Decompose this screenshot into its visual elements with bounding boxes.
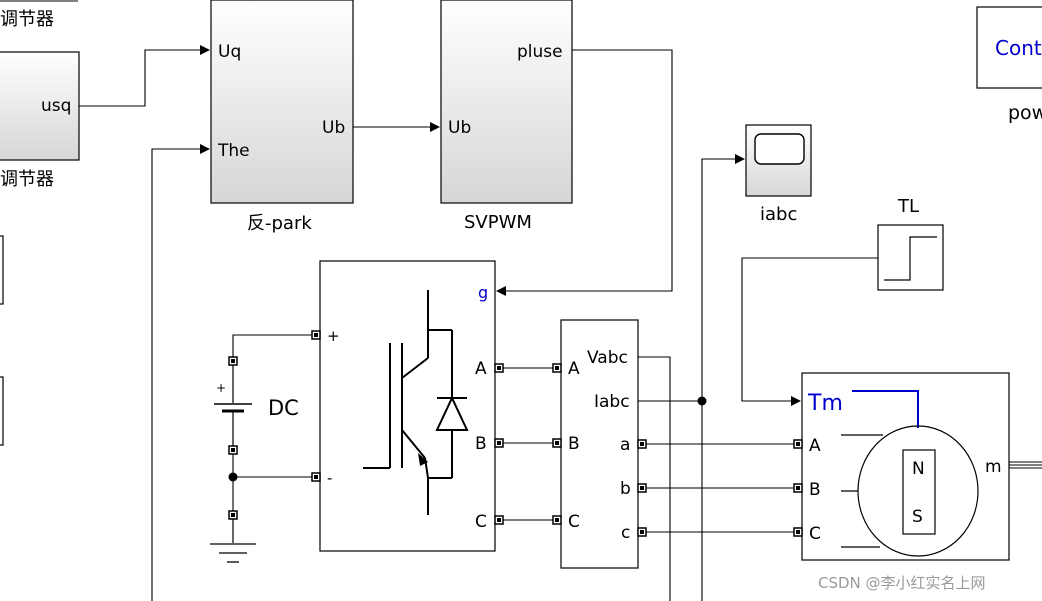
motor-c-label: C <box>809 524 821 544</box>
svpwm-pluse-port: pluse <box>517 42 563 62</box>
junction-dot-dc <box>228 472 238 482</box>
usq-port-label: usq <box>41 96 71 116</box>
top-left-controller-block[interactable]: 调节器 <box>0 0 78 30</box>
meas-in-a: A <box>568 359 580 379</box>
left-edge-block-1[interactable] <box>0 235 4 305</box>
iabc-to-scope-line <box>701 154 745 601</box>
inverter-b-label: B <box>475 434 487 454</box>
inverter-c-label: C <box>475 512 487 532</box>
motor-symbol <box>841 425 979 557</box>
powergui-block[interactable]: Cont pow <box>976 6 1042 124</box>
motor-tm-label: Tm <box>807 391 843 416</box>
svpwm-ub-port: Ub <box>448 118 471 138</box>
tl-step-block[interactable]: TL <box>877 196 944 291</box>
inv-park-uq-port: Uq <box>218 42 241 62</box>
svpwm-caption: SVPWM <box>464 212 532 233</box>
igbt-diode-symbol <box>363 290 469 515</box>
igbt-inverter-block[interactable]: + - g A B C <box>311 260 504 552</box>
meas-in-b: B <box>568 434 580 454</box>
motor-pole-s: S <box>912 507 923 527</box>
usq-block-caption: 调节器 <box>0 169 54 190</box>
inverter-a-label: A <box>475 359 487 379</box>
dc-cell-plus: + <box>216 381 226 395</box>
inv-park-caption: 反-park <box>247 213 312 234</box>
step-title: TL <box>897 196 919 217</box>
meas-out-a: a <box>620 435 630 455</box>
iabc-scope-block[interactable]: iabc <box>745 124 812 225</box>
dc-voltage-source[interactable]: + DC <box>214 356 299 455</box>
meas-iabc: Iabc <box>594 392 630 412</box>
inv-park-ub-port: Ub <box>322 118 345 138</box>
motor-b-label: B <box>809 480 821 500</box>
junction-dot-iabc <box>697 396 707 406</box>
meas-vabc: Vabc <box>587 348 628 368</box>
theta-to-the-line <box>151 144 210 601</box>
inverter-plus-label: + <box>327 327 340 345</box>
signal-lines <box>79 45 1042 601</box>
dc-label: DC <box>268 396 299 420</box>
motor-a-label: A <box>809 436 821 456</box>
inverter-minus-label: - <box>327 469 332 487</box>
tl-to-tm-line <box>741 257 878 406</box>
pluse-to-g-line <box>496 49 673 296</box>
inverse-park-block[interactable]: Uq The Ub 反-park <box>210 0 354 234</box>
motor-pole-n: N <box>912 459 925 479</box>
usq-to-uq-line <box>79 45 210 107</box>
inverter-gate-label: g <box>478 283 488 302</box>
motor-m-label: m <box>985 457 1002 477</box>
inv-park-the-port: The <box>217 141 250 161</box>
meas-in-c: C <box>568 512 580 532</box>
top-left-caption: 调节器 <box>0 9 54 30</box>
vi-measurement-block[interactable]: A B C Vabc Iabc a b c <box>552 319 647 569</box>
left-edge-block-2[interactable] <box>0 376 4 446</box>
scope-caption: iabc <box>760 204 797 225</box>
dc-plus-line <box>232 334 312 357</box>
ground-block[interactable] <box>210 510 256 563</box>
usq-controller-block[interactable]: usq 调节器 <box>0 51 80 190</box>
watermark: CSDN @李小红实名上网 <box>818 574 986 592</box>
meas-out-b: b <box>620 479 631 499</box>
powergui-label: Cont <box>995 36 1042 60</box>
powergui-caption: pow <box>1008 102 1042 124</box>
vabc-line <box>638 356 671 601</box>
svpwm-block[interactable]: Ub pluse SVPWM <box>440 0 573 233</box>
pmsm-motor-block[interactable]: Tm A B C m N S <box>793 372 1010 561</box>
meas-out-c: c <box>621 523 630 543</box>
